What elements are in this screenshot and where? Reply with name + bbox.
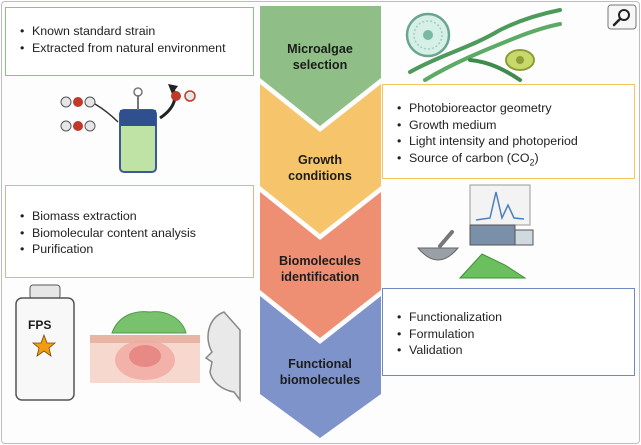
stage-3-line1: Biomolecules <box>279 254 361 268</box>
identification-item-2: Biomolecular content analysis <box>20 225 245 242</box>
skin-illustration <box>90 311 200 383</box>
functional-item-3: Validation <box>397 342 628 359</box>
stage-3-line2: identification <box>280 270 360 284</box>
identification-steps-box: Biomass extraction Biomolecular content … <box>5 185 254 278</box>
identification-item-3: Purification <box>20 241 245 258</box>
stage-1-line2: selection <box>292 58 348 72</box>
functional-item-2: Formulation <box>397 326 628 343</box>
stage-4-line1: Functional <box>288 357 352 371</box>
growth-conditions-box: Photobioreactor geometry Growth medium L… <box>382 84 635 179</box>
selection-item-2: Extracted from natural environment <box>20 40 245 57</box>
sunscreen-label: FPS <box>28 318 52 332</box>
chevron-biomolecules-identification <box>260 192 381 338</box>
co2-close-paren: ) <box>534 150 539 165</box>
face-profile-illustration <box>204 311 241 403</box>
magnifier-icon <box>607 4 637 30</box>
stage-2-line1: Growth <box>297 153 343 167</box>
photobioreactor-illustration <box>60 84 196 173</box>
selection-criteria-box: Known standard strain Extracted from nat… <box>5 7 254 76</box>
stage-2-line2: conditions <box>288 169 352 183</box>
stage-label-3: Biomolecules identification <box>245 253 395 285</box>
stage-4-line2: biomolecules <box>279 373 361 387</box>
identification-item-1: Biomass extraction <box>20 208 245 225</box>
growth-item-4-text: Source of carbon (CO <box>409 150 530 165</box>
chevron-functional-biomolecules <box>260 296 381 438</box>
microalgae-illustration <box>405 8 562 82</box>
stage-label-1: Microalgae selection <box>245 41 395 73</box>
chevron-growth-conditions <box>260 84 381 234</box>
stage-label-4: Functional biomolecules <box>245 356 395 388</box>
co2-subscript: 2 <box>529 156 535 167</box>
growth-item-2: Growth medium <box>397 117 628 134</box>
functional-item-1: Functionalization <box>397 309 628 326</box>
selection-item-1: Known standard strain <box>20 23 245 40</box>
sunscreen-bottle-illustration <box>15 284 75 401</box>
growth-item-1: Photobioreactor geometry <box>397 100 628 117</box>
analysis-illustration <box>416 184 534 279</box>
functional-steps-box: Functionalization Formulation Validation <box>382 288 635 376</box>
stage-1-line1: Microalgae <box>287 42 353 56</box>
chevron-microalgae-selection <box>260 6 381 126</box>
stage-label-2: Growth conditions <box>245 152 395 184</box>
growth-item-4: Source of carbon (CO2) <box>397 150 628 171</box>
growth-item-3: Light intensity and photoperiod <box>397 133 628 150</box>
